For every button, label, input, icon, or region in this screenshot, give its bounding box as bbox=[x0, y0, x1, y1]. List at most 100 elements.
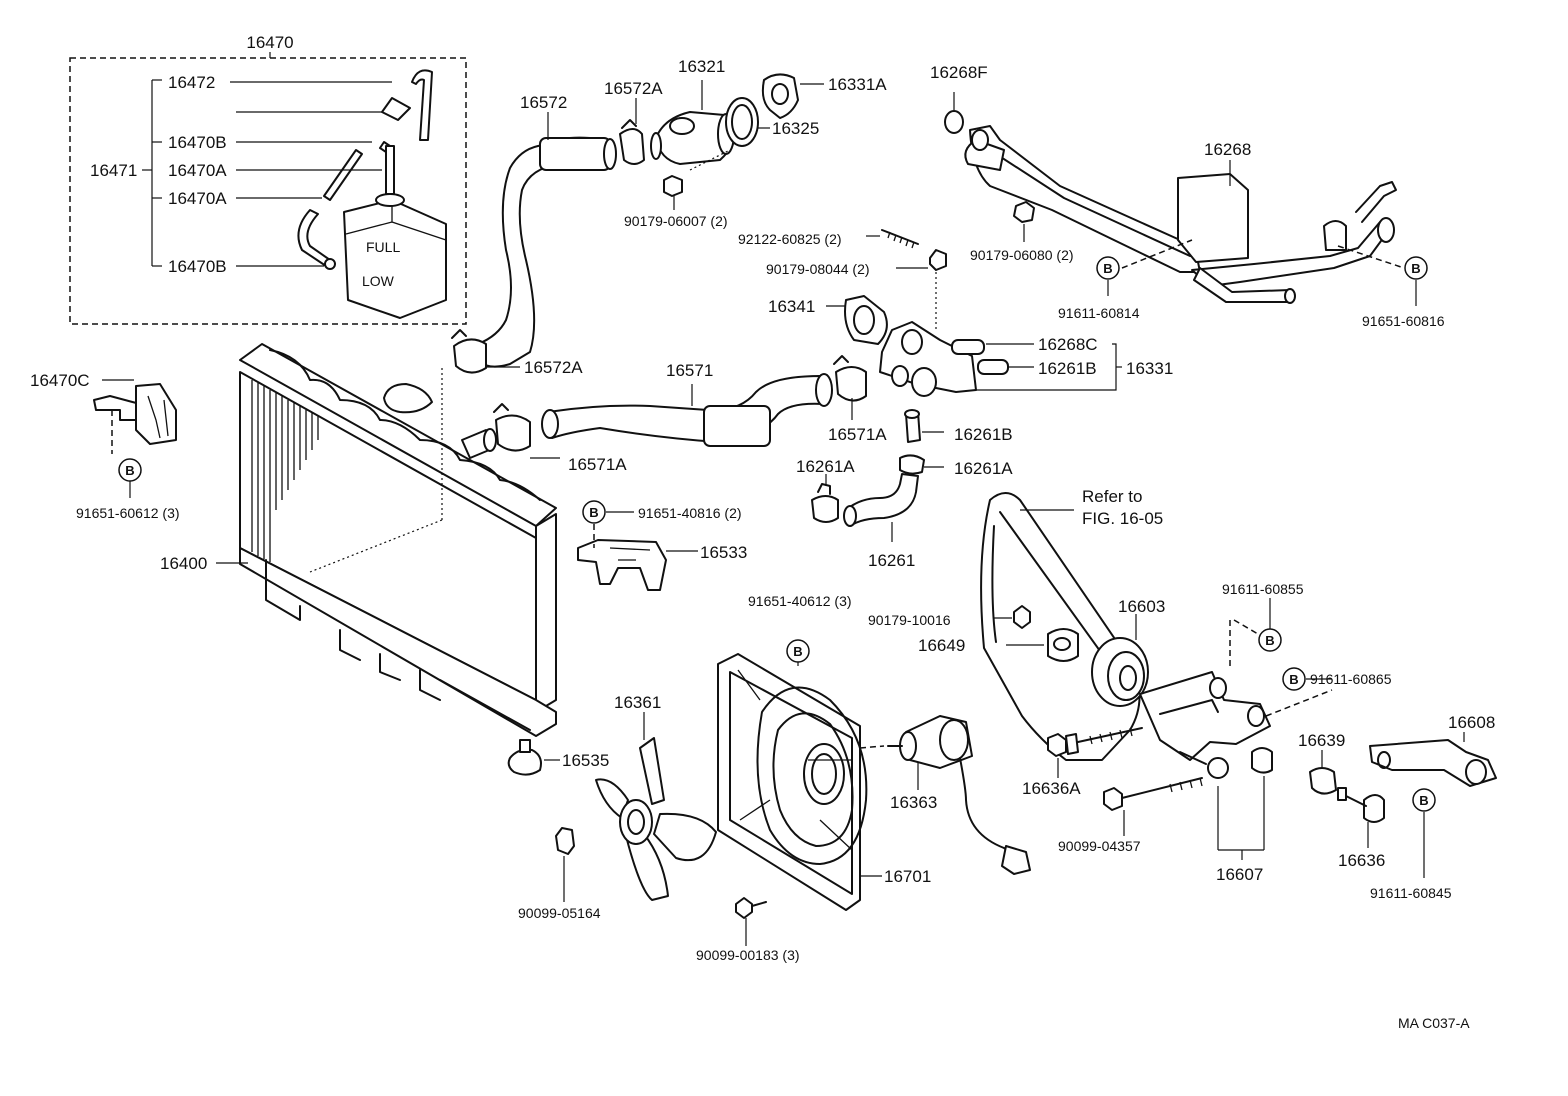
radiator-support-plate bbox=[577, 511, 698, 591]
tank-full-mark: FULL bbox=[366, 239, 400, 255]
label-16636: 16636 bbox=[1338, 851, 1385, 870]
label-91651-40612: 91651-40612 (3) bbox=[748, 593, 852, 609]
label-16268c: 16268C bbox=[1038, 335, 1098, 354]
bolt-symbol-91611-60814: B bbox=[1096, 256, 1120, 280]
label-16470b-lower: 16470B bbox=[168, 257, 227, 276]
radiator-upper-tank bbox=[239, 343, 557, 527]
part-labels: 16470 16472 16470B 16471 16470A 16470A 1… bbox=[30, 33, 1495, 1031]
label-91611-60855: 91611-60855 bbox=[1222, 581, 1304, 597]
label-16571a-left: 16571A bbox=[568, 455, 627, 474]
label-90179-06007: 90179-06007 (2) bbox=[624, 213, 728, 229]
label-91651-40816: 91651-40816 (2) bbox=[638, 505, 742, 521]
label-16572a-upper: 16572A bbox=[604, 79, 663, 98]
bolt-symbols: B B B B B B B B bbox=[118, 256, 1436, 812]
svg-text:B: B bbox=[125, 463, 134, 478]
label-16261a-left: 16261A bbox=[796, 457, 855, 476]
reservoir-tank bbox=[343, 199, 447, 319]
fan-motor bbox=[735, 715, 1031, 946]
label-16325: 16325 bbox=[772, 119, 819, 138]
label-91611-60814: 91611-60814 bbox=[1058, 305, 1140, 321]
label-16535: 16535 bbox=[562, 751, 609, 770]
svg-text:B: B bbox=[793, 644, 802, 659]
label-16400: 16400 bbox=[160, 554, 207, 573]
label-90179-06080: 90179-06080 (2) bbox=[970, 247, 1074, 263]
thermostat-housing bbox=[650, 73, 824, 210]
bolt-symbol-91651-40816: B bbox=[582, 500, 606, 524]
bolt-symbol-91651-60612: B bbox=[118, 458, 142, 498]
label-16636a: 16636A bbox=[1022, 779, 1081, 798]
label-16572a-lower: 16572A bbox=[524, 358, 583, 377]
label-16470a-lower: 16470A bbox=[168, 189, 227, 208]
bolt-symbol-91611-60855: B bbox=[1258, 598, 1282, 652]
reservoir-tank-group: FULL LOW bbox=[69, 52, 467, 325]
label-92122-60825: 92122-60825 (2) bbox=[738, 231, 842, 247]
label-16261a-right: 16261A bbox=[954, 459, 1013, 478]
label-16470b-upper: 16470B bbox=[168, 133, 227, 152]
label-16261b-lower: 16261B bbox=[954, 425, 1013, 444]
label-16321: 16321 bbox=[678, 57, 725, 76]
label-16261b-upper: 16261B bbox=[1038, 359, 1097, 378]
label-91651-60816: 91651-60816 bbox=[1362, 313, 1445, 329]
label-91611-60865: 91611-60865 bbox=[1310, 671, 1392, 687]
drive-belt bbox=[980, 492, 1141, 761]
label-16649: 16649 bbox=[918, 636, 965, 655]
reservoir-group-box bbox=[69, 57, 467, 325]
label-90179-08044: 90179-08044 (2) bbox=[766, 261, 870, 277]
reference-note-line-2: FIG. 16-05 bbox=[1082, 509, 1163, 528]
reference-note-line-1: Refer to bbox=[1082, 487, 1142, 506]
bolt-symbol-91651-60816: B bbox=[1404, 256, 1428, 280]
thermostat bbox=[761, 73, 799, 119]
cooling-fan bbox=[555, 712, 717, 902]
label-91651-60612: 91651-60612 (3) bbox=[76, 505, 180, 521]
label-16572: 16572 bbox=[520, 93, 567, 112]
label-90099-00183: 90099-00183 (3) bbox=[696, 947, 800, 963]
label-16470: 16470 bbox=[246, 33, 293, 52]
label-16608: 16608 bbox=[1448, 713, 1495, 732]
outlet-gasket bbox=[844, 295, 888, 345]
label-90099-04357: 90099-04357 bbox=[1058, 838, 1141, 854]
svg-text:B: B bbox=[1419, 793, 1428, 808]
label-16471: 16471 bbox=[90, 161, 137, 180]
label-16261: 16261 bbox=[868, 551, 915, 570]
label-16470c: 16470C bbox=[30, 371, 90, 390]
bypass-hose bbox=[811, 409, 944, 542]
label-16571: 16571 bbox=[666, 361, 713, 380]
adjusting-bar bbox=[1309, 732, 1497, 878]
pipe-bracket bbox=[1177, 173, 1249, 263]
label-16639: 16639 bbox=[1298, 731, 1345, 750]
upper-radiator-hose bbox=[451, 98, 645, 374]
label-90099-05164: 90099-05164 bbox=[518, 905, 601, 921]
label-16363: 16363 bbox=[890, 793, 937, 812]
label-16571a-right: 16571A bbox=[828, 425, 887, 444]
label-16603: 16603 bbox=[1118, 597, 1165, 616]
reservoir-bracket bbox=[93, 379, 177, 454]
label-16331a: 16331A bbox=[828, 75, 887, 94]
reservoir-cap bbox=[381, 97, 411, 121]
bolt-symbol-91651-40612: B bbox=[786, 639, 810, 663]
label-16331: 16331 bbox=[1126, 359, 1173, 378]
label-16607: 16607 bbox=[1216, 865, 1263, 884]
svg-text:B: B bbox=[1289, 672, 1298, 687]
svg-text:B: B bbox=[1103, 261, 1112, 276]
tank-low-mark: LOW bbox=[362, 273, 395, 289]
label-16361: 16361 bbox=[614, 693, 661, 712]
svg-text:B: B bbox=[1411, 261, 1420, 276]
svg-text:B: B bbox=[589, 505, 598, 520]
label-16701: 16701 bbox=[884, 867, 931, 886]
label-16472: 16472 bbox=[168, 73, 215, 92]
o-ring bbox=[944, 110, 964, 134]
adjusting-bracket bbox=[1139, 619, 1333, 860]
idler-pulley bbox=[994, 605, 1149, 707]
radiator bbox=[216, 343, 560, 776]
svg-text:B: B bbox=[1265, 633, 1274, 648]
label-16470a-upper: 16470A bbox=[168, 161, 227, 180]
pivot-bolts bbox=[1047, 727, 1203, 836]
label-16341: 16341 bbox=[768, 297, 815, 316]
drain-cock bbox=[507, 748, 542, 776]
fan-shroud bbox=[717, 640, 882, 911]
label-91611-60845: 91611-60845 bbox=[1370, 885, 1452, 901]
label-16268: 16268 bbox=[1204, 140, 1251, 159]
water-bypass-pipe bbox=[944, 92, 1417, 306]
lower-radiator-hose bbox=[493, 355, 867, 459]
